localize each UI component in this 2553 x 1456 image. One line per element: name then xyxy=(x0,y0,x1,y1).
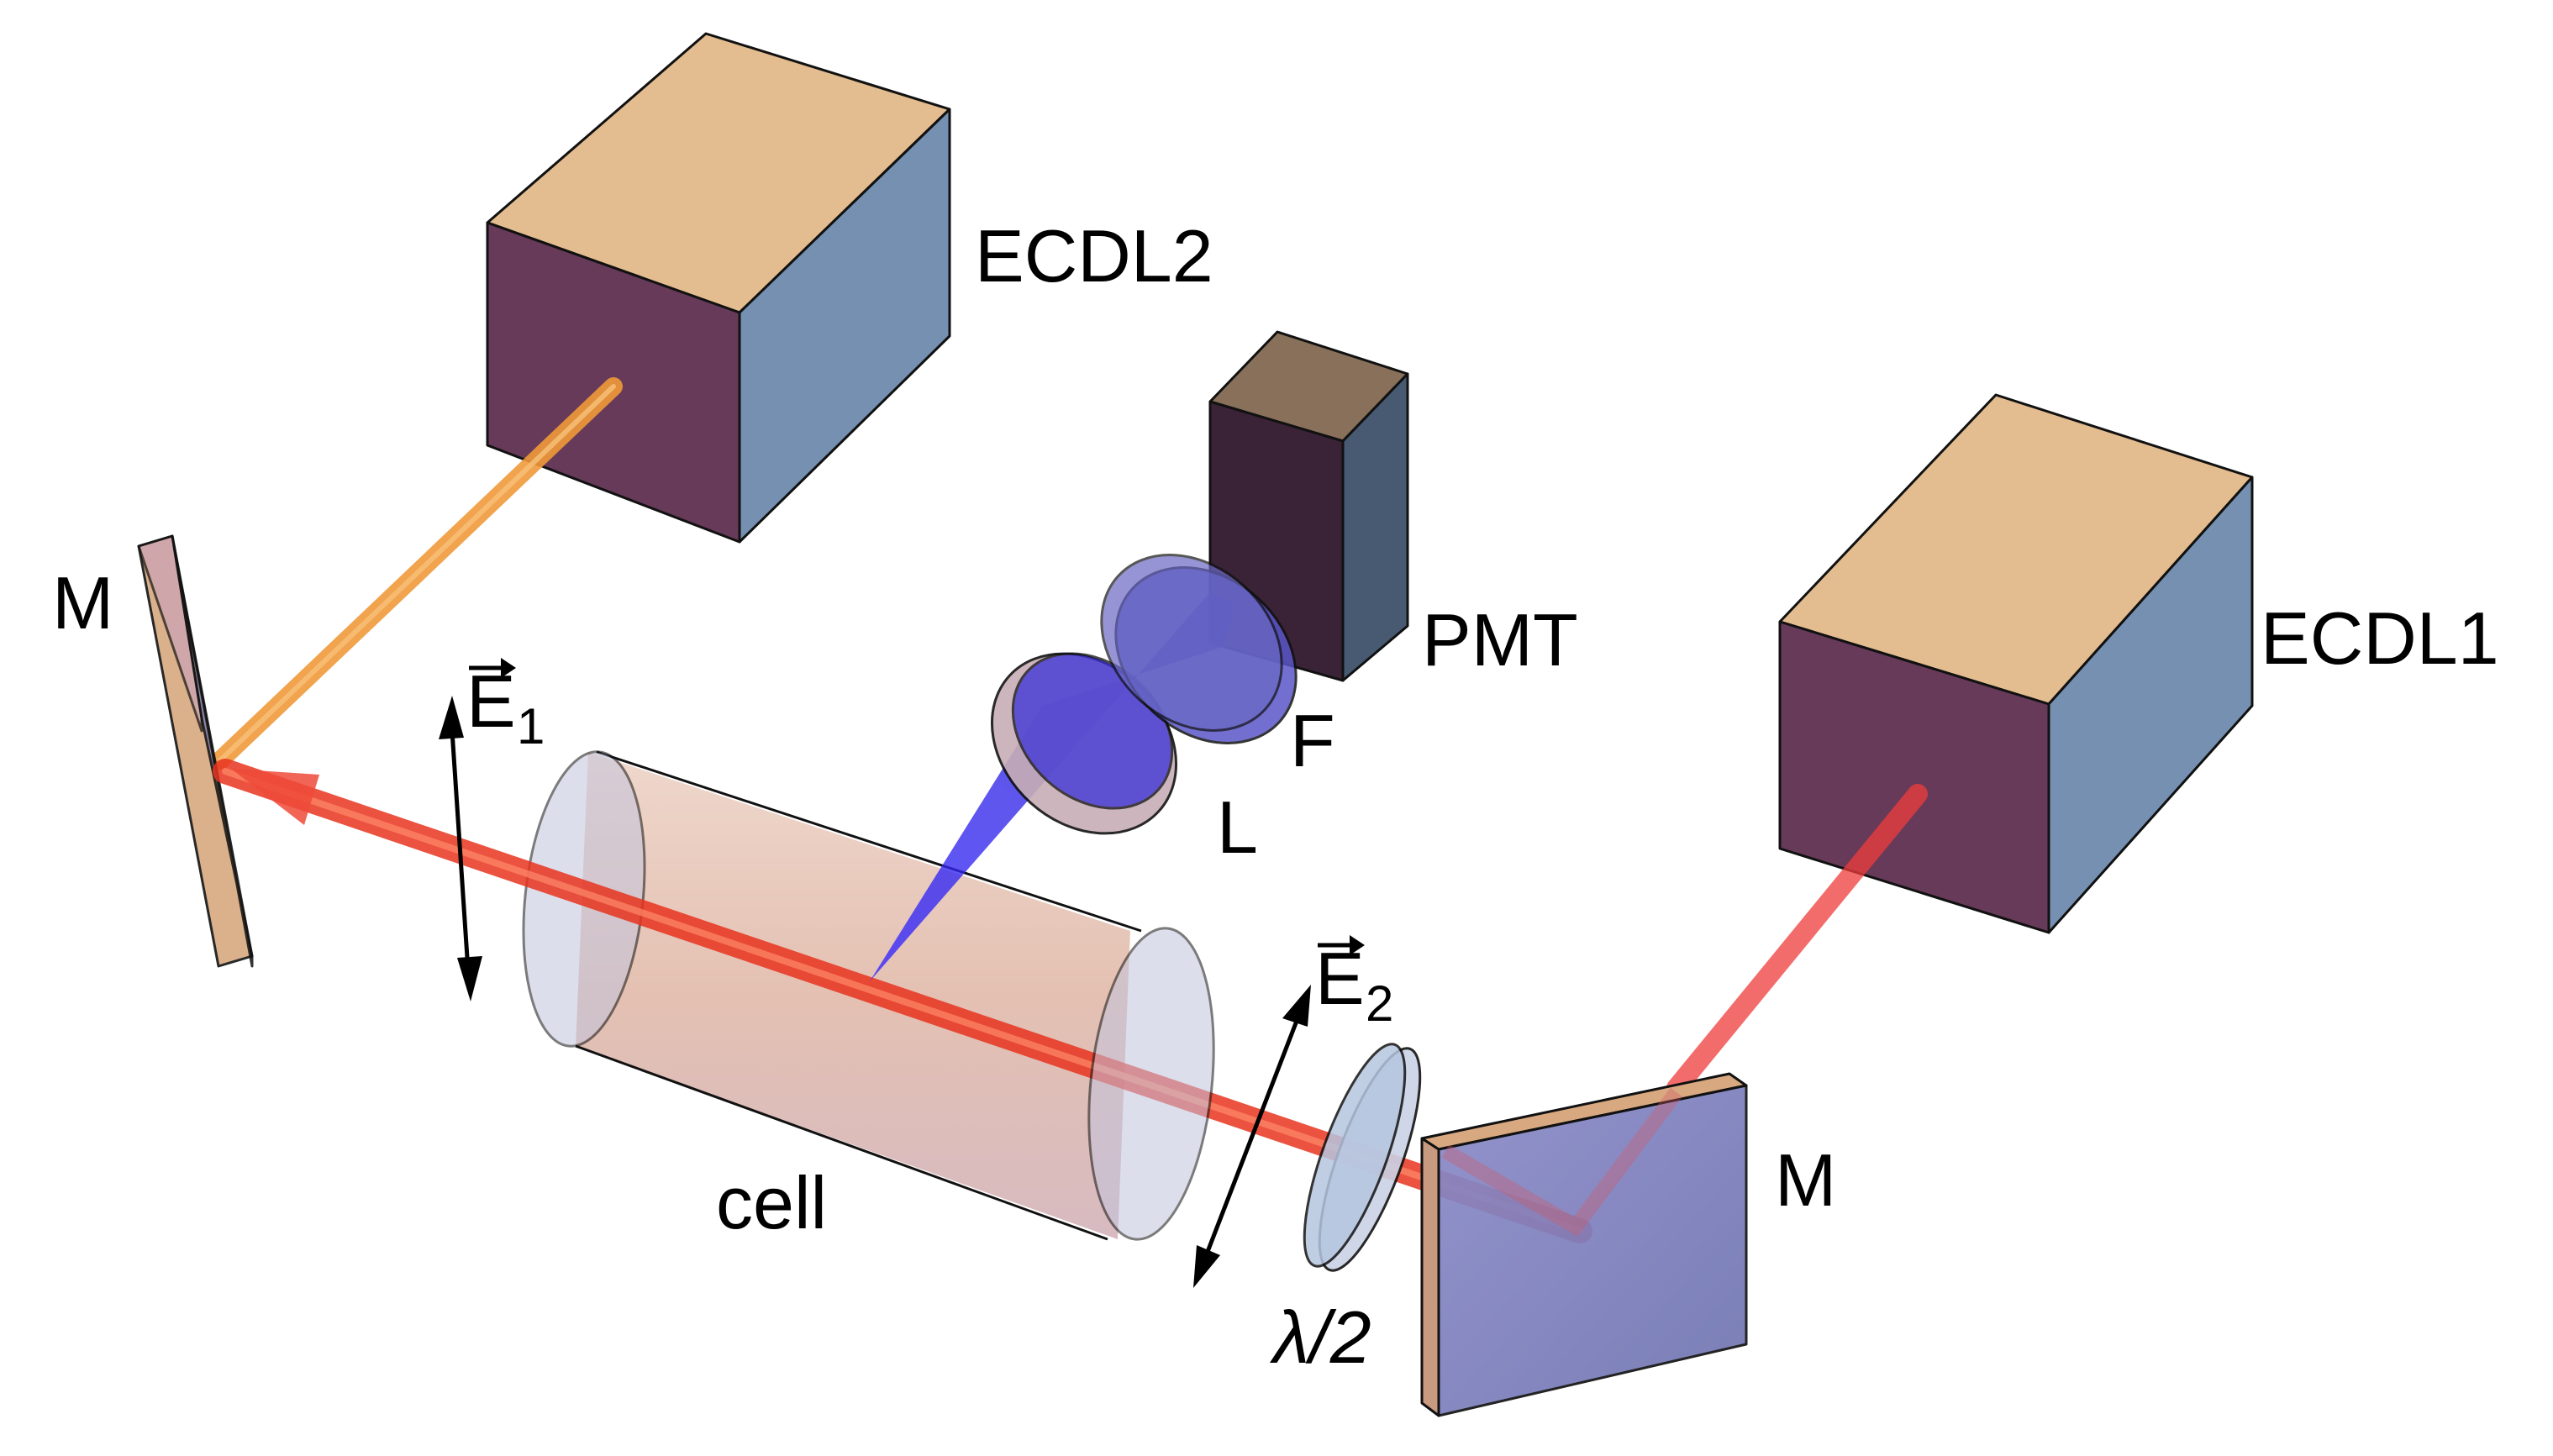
svg-text:1: 1 xyxy=(517,698,545,754)
field-e1-label: E 1 xyxy=(466,658,545,754)
waveplate-label: λ/2 xyxy=(1270,1296,1371,1379)
polarization-arrow-e1 xyxy=(439,696,482,1001)
left-mirror-label: M xyxy=(52,561,113,644)
field-e2-label: E 2 xyxy=(1315,935,1393,1032)
right-mirror-side-edge xyxy=(1420,1137,1440,1417)
polarization-arrow-e2 xyxy=(1193,985,1311,1288)
cell-front-window xyxy=(1087,927,1215,1241)
right-mirror xyxy=(1420,1072,1748,1417)
right-mirror-label: M xyxy=(1775,1138,1836,1222)
cell-label: cell xyxy=(716,1161,827,1244)
beam-arrow-head xyxy=(231,769,319,825)
left-mirror xyxy=(137,534,254,968)
ecdl1-front-face xyxy=(1778,620,2050,934)
filter xyxy=(1100,554,1298,744)
ecdl2-label: ECDL2 xyxy=(975,214,1213,297)
laser1-beam xyxy=(1666,784,1928,1098)
half-wave-plate xyxy=(1303,1043,1422,1272)
ecdl2-laser-box xyxy=(486,32,951,544)
ecdl1-laser-box xyxy=(1778,393,2254,934)
svg-text:2: 2 xyxy=(1366,975,1393,1032)
pmt-label: PMT xyxy=(1422,598,1578,681)
lens-label: L xyxy=(1217,786,1258,869)
pmt-detector-box xyxy=(1208,330,1409,682)
filter-label: F xyxy=(1290,699,1335,782)
laser2-beam xyxy=(211,377,623,770)
right-mirror-face xyxy=(1437,1084,1748,1417)
ecdl1-label: ECDL1 xyxy=(2261,597,2499,680)
